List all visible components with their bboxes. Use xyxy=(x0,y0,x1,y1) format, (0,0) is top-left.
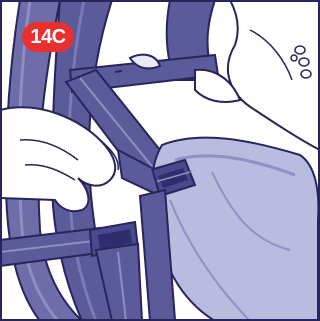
step-badge: 14C xyxy=(22,22,74,52)
